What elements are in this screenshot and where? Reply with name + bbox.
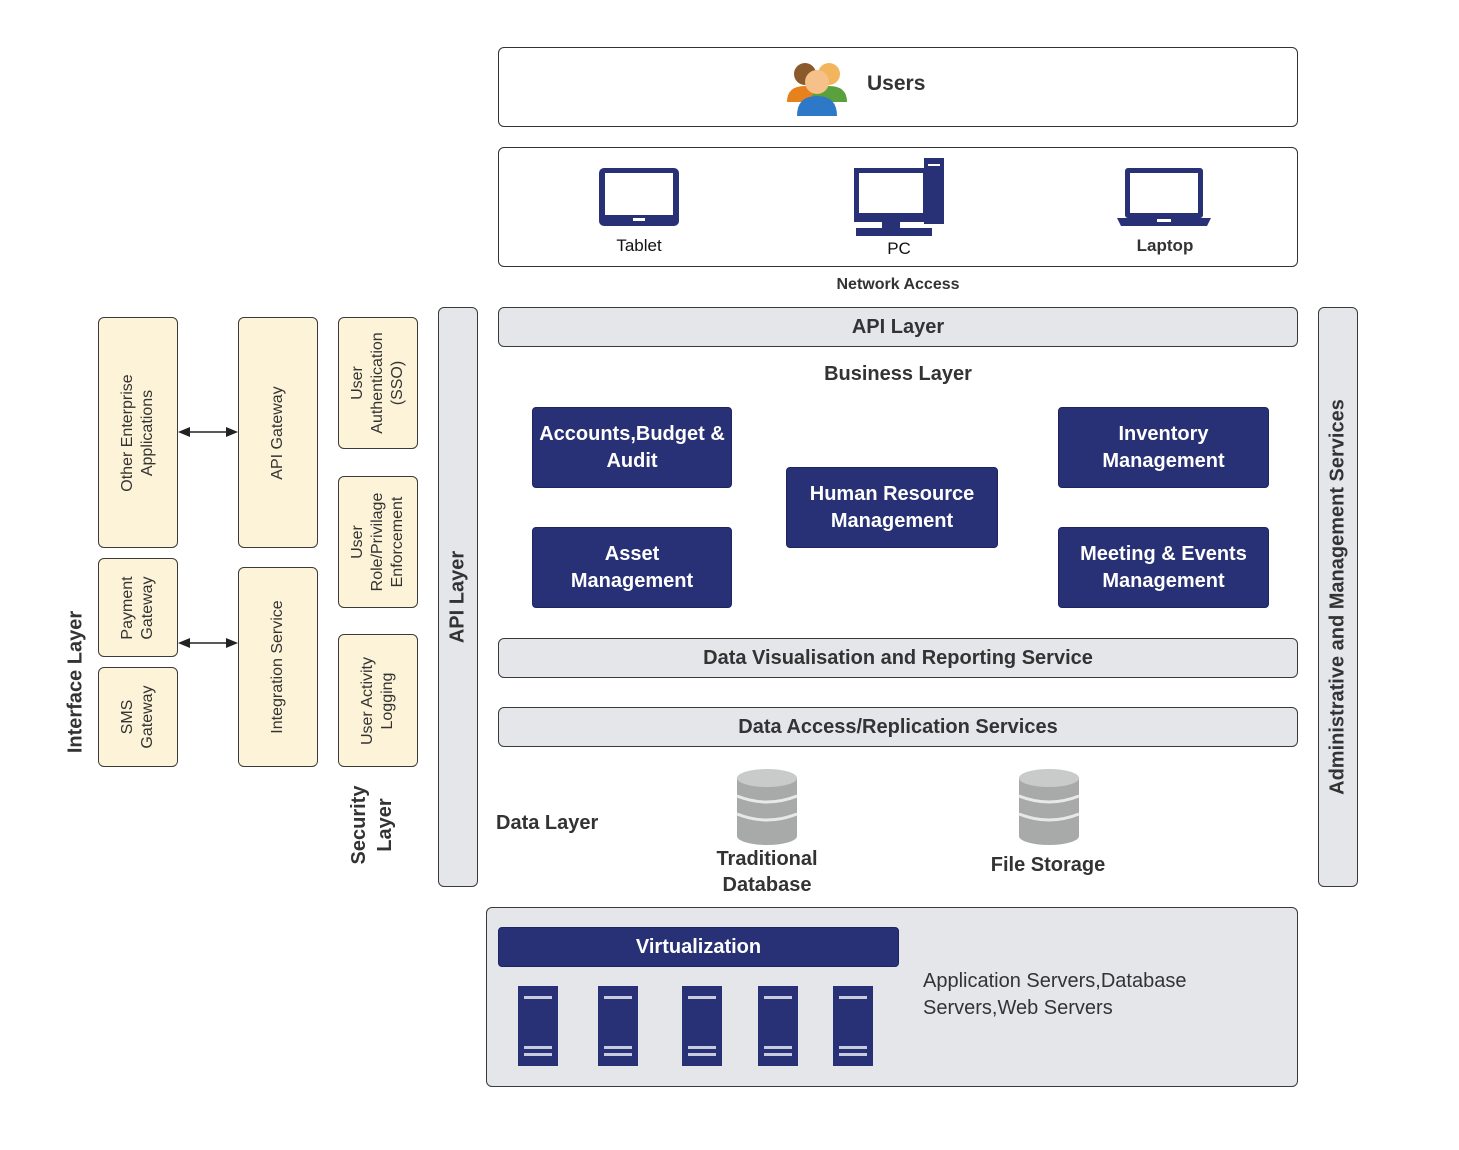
integration-service-label: Integration Service	[269, 600, 286, 734]
security-layer-title-wrap: Security Layer	[340, 770, 404, 880]
network-access-label: Network Access	[836, 276, 960, 293]
security-layer-title: Security Layer	[348, 785, 396, 865]
pc-label: PC	[887, 239, 911, 258]
devices-box: Tablet PC Laptop	[498, 147, 1298, 267]
interface-layer-title: Interface Layer	[64, 610, 87, 754]
user-authentication-sso: User Authentication (SSO)	[338, 317, 418, 449]
interface-layer-title-wrap: Interface Layer	[56, 557, 96, 807]
api-gateway: API Gateway	[238, 317, 318, 548]
api-gateway-label: API Gateway	[269, 385, 286, 480]
laptop-label: Laptop	[1136, 236, 1194, 255]
virtualization-description: Application Servers,Database Servers,Web…	[923, 970, 1187, 1019]
business-layer-title: Business Layer	[824, 362, 972, 385]
module-accounts-budget-audit: Accounts,Budget & Audit	[532, 407, 732, 488]
users-box: Users	[498, 47, 1298, 127]
traditional-database-label: Traditional Database	[716, 848, 818, 896]
bidirectional-arrow-icon	[178, 638, 238, 648]
admin-services-label: Administrative and Management Services	[1326, 399, 1349, 795]
data-access-bar: Data Access/Replication Services	[498, 707, 1298, 747]
virtualization-title: Virtualization	[498, 927, 899, 967]
payment-gateway: Payment Gateway	[98, 558, 178, 657]
file-storage-label: File Storage	[990, 853, 1106, 876]
sms-gateway-label: SMS Gateway	[119, 685, 156, 749]
integration-service: Integration Service	[238, 567, 318, 767]
pc-icon	[854, 158, 944, 236]
api-layer-side-label: API Layer	[446, 550, 469, 644]
data-visualisation-bar: Data Visualisation and Reporting Service	[498, 638, 1298, 678]
sms-gateway: SMS Gateway	[98, 667, 178, 767]
module-human-resource: Human Resource Management	[786, 467, 998, 548]
laptop-icon	[1117, 168, 1211, 226]
module-meeting-events: Meeting & Events Management	[1058, 527, 1269, 608]
other-enterprise-apps-label: Other Enterprise Applications	[119, 373, 156, 492]
file-storage-icon	[1018, 769, 1080, 845]
server-icon	[518, 986, 558, 1066]
users-group-icon	[787, 63, 847, 116]
other-enterprise-apps: Other Enterprise Applications	[98, 317, 178, 548]
module-asset: Asset Management	[532, 527, 732, 608]
user-activity-logging: User Activity Logging	[338, 634, 418, 767]
user-activity-label: User Activity Logging	[359, 656, 396, 745]
admin-services-bar: Administrative and Management Services	[1318, 307, 1358, 887]
server-icon	[758, 986, 798, 1066]
tablet-icon	[599, 168, 679, 226]
users-label: Users	[867, 72, 926, 95]
bidirectional-arrow-icon	[178, 427, 238, 437]
server-icon	[598, 986, 638, 1066]
payment-gateway-label: Payment Gateway	[119, 575, 156, 640]
module-inventory: Inventory Management	[1058, 407, 1269, 488]
user-role-label: User Role/Privilage Enforcement	[349, 492, 406, 592]
database-icon	[736, 769, 798, 845]
data-layer-title: Data Layer	[496, 812, 599, 834]
server-icon	[682, 986, 722, 1066]
virtualization-panel: Virtualization Application Servers,Datab…	[486, 907, 1298, 1087]
user-role-enforcement: User Role/Privilage Enforcement	[338, 476, 418, 608]
user-authentication-label: User Authentication (SSO)	[349, 332, 406, 434]
server-icon	[833, 986, 873, 1066]
tablet-label: Tablet	[616, 236, 662, 255]
api-layer-side: API Layer	[438, 307, 478, 887]
api-layer-top: API Layer	[498, 307, 1298, 347]
